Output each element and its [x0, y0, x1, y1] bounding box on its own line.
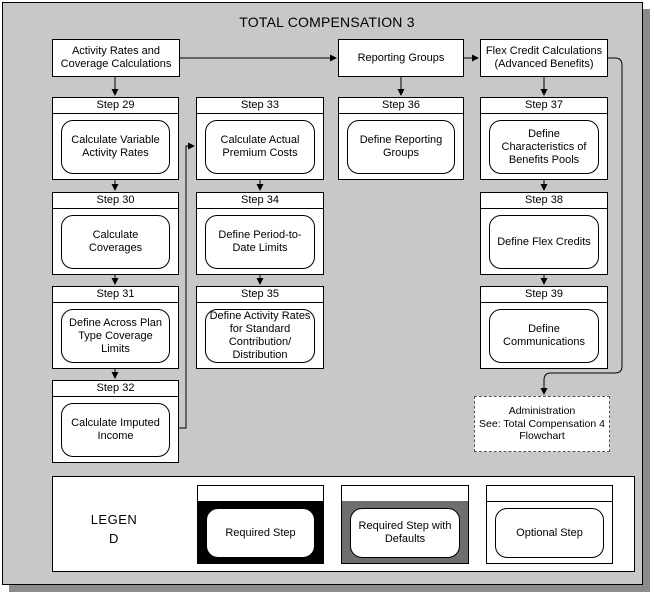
- arrow-32-to-33: [179, 142, 195, 429]
- step-36-card: Step 36 Define Reporting Groups: [338, 97, 464, 180]
- step-37-card: Step 37 Define Characteristics of Benefi…: [480, 97, 608, 180]
- legend-required-label: Required Step: [206, 508, 315, 558]
- step-35-label: Step 35: [197, 287, 323, 303]
- step-30-card: Step 30 Calculate Coverages: [52, 192, 179, 275]
- step-30-text: Calculate Coverages: [61, 215, 170, 269]
- step-32-label: Step 32: [53, 381, 178, 397]
- step-37-label: Step 37: [481, 98, 607, 114]
- reporting-groups-header: Reporting Groups: [338, 39, 464, 77]
- step-34-card: Step 34 Define Period-to-Date Limits: [196, 192, 324, 275]
- activity-rates-header: Activity Rates and Coverage Calculations: [52, 39, 180, 77]
- legend-title: LEGEN D: [90, 512, 138, 546]
- administration-see: See: Total Compensation 4: [479, 417, 605, 430]
- step-34-label: Step 34: [197, 193, 323, 209]
- arrow-flex-to-administration: [540, 57, 623, 395]
- step-32-text: Calculate Imputed Income: [61, 403, 170, 457]
- step-34-text: Define Period-to-Date Limits: [205, 215, 315, 269]
- step-31-text: Define Across Plan Type Coverage Limits: [61, 309, 170, 363]
- step-31-card: Step 31 Define Across Plan Type Coverage…: [52, 286, 179, 369]
- step-36-label: Step 36: [339, 98, 463, 114]
- step-30-label: Step 30: [53, 193, 178, 209]
- step-35-card: Step 35 Define Activity Rates for Standa…: [196, 286, 324, 369]
- step-38-text: Define Flex Credits: [489, 215, 599, 269]
- step-29-label: Step 29: [53, 98, 178, 114]
- step-38-label: Step 38: [481, 193, 607, 209]
- legend-required-defaults-label: Required Step with Defaults: [350, 508, 460, 558]
- legend-optional-label: Optional Step: [495, 508, 604, 558]
- flex-credit-header: Flex Credit Calculations (Advanced Benef…: [480, 39, 608, 77]
- step-39-text: Define Communications: [489, 309, 599, 363]
- step-32-card: Step 32 Calculate Imputed Income: [52, 380, 179, 463]
- step-29-card: Step 29 Calculate Variable Activity Rate…: [52, 97, 179, 180]
- flowchart-title: TOTAL COMPENSATION 3: [239, 14, 415, 30]
- step-33-card: Step 33 Calculate Actual Premium Costs: [196, 97, 324, 180]
- step-29-text: Calculate Variable Activity Rates: [61, 120, 170, 174]
- step-33-label: Step 33: [197, 98, 323, 114]
- administration-reference: Administration See: Total Compensation 4…: [474, 396, 610, 452]
- step-37-text: Define Characteristics of Benefits Pools: [489, 120, 599, 174]
- step-31-label: Step 31: [53, 287, 178, 303]
- legend-required-step: Required Step: [197, 485, 324, 564]
- legend-optional-step: Optional Step: [486, 485, 613, 564]
- step-39-card: Step 39 Define Communications: [480, 286, 608, 369]
- step-35-text: Define Activity Rates for Standard Contr…: [205, 309, 315, 363]
- step-33-text: Calculate Actual Premium Costs: [205, 120, 315, 174]
- step-38-card: Step 38 Define Flex Credits: [480, 192, 608, 275]
- legend-required-defaults-step: Required Step with Defaults: [341, 485, 469, 564]
- step-39-label: Step 39: [481, 287, 607, 303]
- administration-title: Administration: [508, 405, 576, 418]
- step-36-text: Define Reporting Groups: [347, 120, 455, 174]
- administration-flowchart: Flowchart: [519, 430, 565, 443]
